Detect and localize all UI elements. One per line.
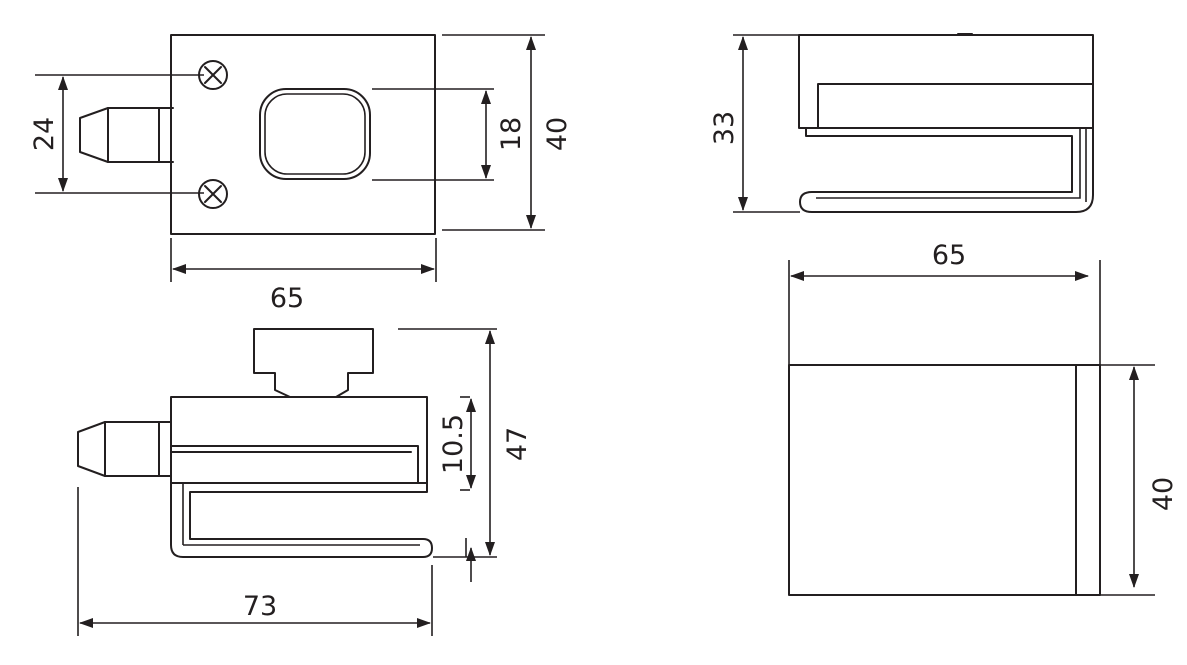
- side-clamp: [799, 127, 1094, 213]
- front-view: 24 18 40 65: [29, 34, 573, 314]
- side-body: [798, 34, 1094, 129]
- dimension-label-73: 73: [243, 591, 277, 622]
- top-view: 65 40: [788, 240, 1179, 596]
- elevation-view: 10.5 47 73: [77, 328, 533, 636]
- dimension-label-40-top: 40: [1148, 477, 1179, 511]
- elevation-body: [170, 396, 428, 484]
- thumb-turn-inner: [264, 93, 366, 175]
- dimension-label-47: 47: [502, 427, 533, 461]
- dimension-label-65: 65: [270, 283, 304, 314]
- side-view: 33: [709, 33, 1094, 213]
- dimension-label-10-5: 10.5: [438, 414, 469, 474]
- dimension-label-65-top: 65: [932, 240, 966, 271]
- elevation-thumb-turn: [253, 328, 374, 398]
- elevation-latch-bolt: [77, 421, 172, 477]
- phillips-screw-icon: [198, 179, 228, 209]
- top-view-body: [788, 364, 1101, 596]
- dimension-label-24: 24: [29, 117, 60, 151]
- dimension-label-40: 40: [542, 117, 573, 151]
- latch-bolt: [79, 107, 174, 163]
- side-clamp-inner: [816, 128, 1081, 199]
- dimension-label-18: 18: [496, 117, 527, 151]
- dimension-label-33: 33: [709, 111, 740, 145]
- thumb-turn-knob: [259, 88, 371, 180]
- elevation-clamp: [170, 482, 433, 558]
- side-inner-plate: [817, 83, 1094, 129]
- body-outline: [170, 34, 436, 235]
